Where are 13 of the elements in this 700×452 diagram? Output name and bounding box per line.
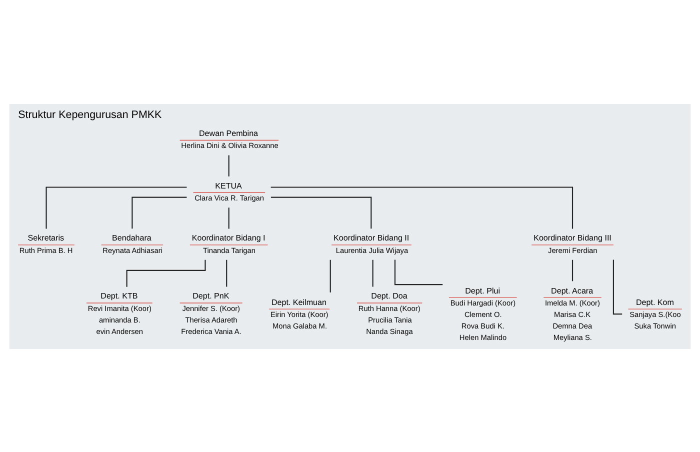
diagram-title: Struktur Kepengurusan PMKK bbox=[18, 108, 162, 120]
connector bbox=[228, 207, 230, 228]
connector bbox=[270, 196, 372, 228]
connector bbox=[330, 259, 331, 292]
connector bbox=[228, 154, 230, 176]
connector bbox=[394, 259, 443, 285]
connector bbox=[132, 196, 187, 228]
connector bbox=[126, 259, 206, 286]
connector bbox=[226, 259, 228, 286]
connector bbox=[270, 186, 574, 228]
connector bbox=[572, 259, 574, 281]
connector bbox=[372, 259, 374, 286]
connector bbox=[46, 186, 187, 228]
